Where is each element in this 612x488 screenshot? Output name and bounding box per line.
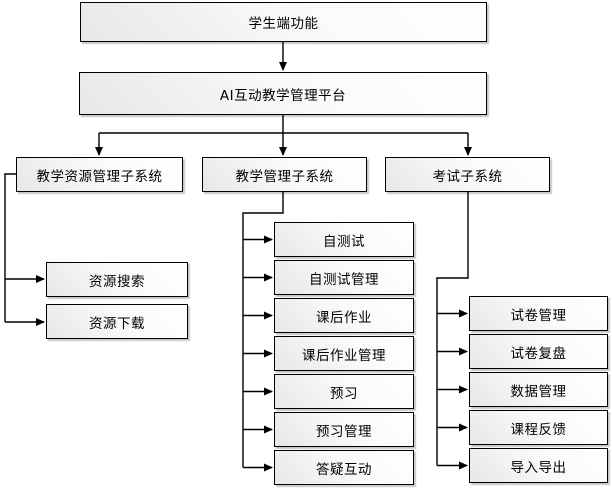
node-resource-search: 资源搜索 (46, 262, 188, 297)
node-self-test: 自测试 (274, 222, 414, 257)
node-resource-download: 资源下载 (46, 304, 188, 339)
resource-branch-trunk (4, 173, 16, 322)
node-import-export: 导入导出 (469, 448, 608, 483)
node-course-feedback: 课程反馈 (469, 410, 608, 445)
node-subsystem-teaching-resource-management: 教学资源管理子系统 (16, 157, 183, 192)
node-exam-paper-review: 试卷复盘 (469, 334, 608, 369)
node-homework: 课后作业 (274, 298, 414, 333)
node-qa-interaction: 答疑互动 (274, 450, 414, 485)
exam-branch-trunk (436, 192, 469, 466)
node-exam-paper-management: 试卷管理 (469, 296, 608, 331)
node-self-test-management: 自测试管理 (274, 260, 414, 295)
node-ai-teaching-platform: AI互动教学管理平台 (79, 72, 487, 115)
node-student-side-functions: 学生端功能 (80, 2, 487, 42)
node-subsystem-examination: 考试子系统 (385, 157, 550, 192)
node-preview: 预习 (274, 374, 414, 409)
node-subsystem-teaching-management: 教学管理子系统 (202, 157, 367, 192)
node-preview-management: 预习管理 (274, 412, 414, 447)
node-data-management: 数据管理 (469, 372, 608, 407)
node-homework-management: 课后作业管理 (274, 336, 414, 371)
